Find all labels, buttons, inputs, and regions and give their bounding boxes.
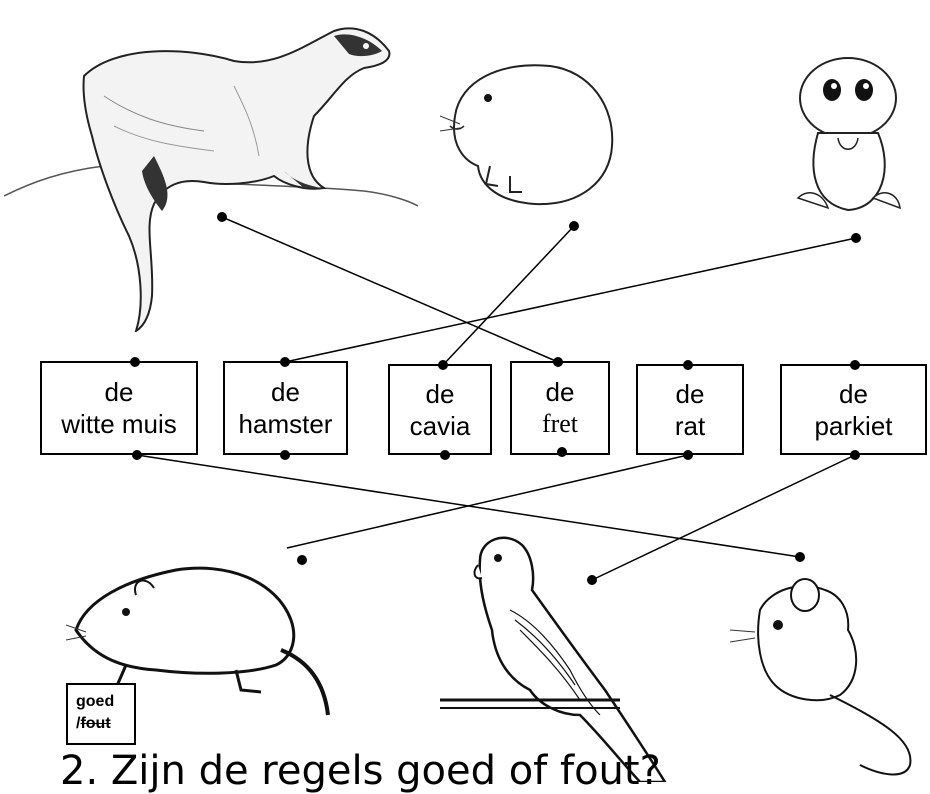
- dot-rat-top: [683, 360, 693, 370]
- dot-hamster-top: [280, 357, 290, 367]
- line-rat-rat: [286, 454, 689, 549]
- label-name: cavia: [409, 410, 471, 441]
- label-name: parkiet: [814, 410, 893, 441]
- label-cavia: de cavia: [388, 364, 492, 455]
- dot-rat-bottom: [683, 450, 693, 460]
- dot-witte-muis-top: [130, 357, 140, 367]
- dot-mouse-picture: [795, 552, 805, 562]
- mouse-illustration: [730, 570, 925, 780]
- label-witte-muis: de witte muis: [40, 361, 198, 455]
- badge-goed: goed: [76, 693, 115, 710]
- dot-parkiet-top: [850, 360, 860, 370]
- label-name: rat: [674, 410, 706, 441]
- dot-cavia-top: [438, 360, 448, 370]
- dot-rat-picture: [297, 555, 307, 565]
- label-article: de: [425, 378, 455, 409]
- ferret-illustration: [4, 6, 418, 332]
- label-article: de: [675, 378, 705, 409]
- label-article: de: [839, 378, 868, 409]
- badge-fout-line: /fout: [76, 713, 134, 735]
- dot-parkiet-bottom: [850, 450, 860, 460]
- label-article: de: [271, 377, 300, 407]
- label-fret: de fret: [510, 361, 610, 455]
- label-rat: de rat: [636, 364, 744, 455]
- dot-witte-muis-bottom: [132, 450, 142, 460]
- guinea-pig-illustration: [440, 36, 620, 216]
- line-ferret-fret: [221, 216, 559, 363]
- badge-slash: /: [76, 715, 81, 732]
- dot-fret-top: [553, 357, 563, 367]
- label-name: hamster: [238, 409, 333, 439]
- label-article: de: [104, 377, 134, 407]
- dot-hamster-bottom: [280, 450, 290, 460]
- dot-parakeet-picture: [587, 575, 597, 585]
- dot-ferret: [217, 212, 227, 222]
- line-hamster-picture-hamster: [284, 237, 857, 363]
- dot-fret-bottom: [557, 447, 567, 457]
- label-name: witte muis: [61, 409, 177, 439]
- label-name: fret: [541, 409, 579, 438]
- line-parkiet-parakeet: [591, 454, 856, 581]
- goed-fout-badge: goed /fout: [66, 683, 136, 745]
- dot-hamster-picture: [851, 233, 861, 243]
- line-guinea-pig-cavia: [442, 225, 575, 366]
- hamster-illustration: [778, 38, 928, 218]
- question-text: 2. Zijn de regels goed of fout?: [60, 748, 661, 794]
- parakeet-illustration: [440, 520, 700, 782]
- badge-fout: fout: [80, 715, 111, 732]
- dot-guinea-pig: [569, 221, 579, 231]
- label-article: de: [545, 377, 575, 407]
- dot-cavia-bottom: [440, 450, 450, 460]
